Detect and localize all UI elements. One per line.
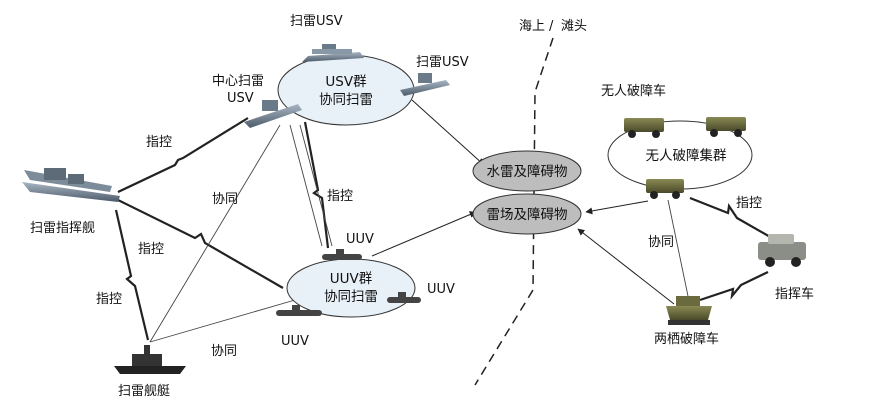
usv-center-icon: [244, 100, 302, 128]
usv-right-label: 扫雷USV: [416, 55, 469, 70]
command-ship-label: 扫雷指挥舰: [30, 221, 95, 236]
breach-vehicle-1-icon: [624, 118, 664, 138]
usv-right-icon: [400, 73, 450, 96]
coop-link-usv-uuv-a: [289, 124, 323, 247]
command-ship-icon: [22, 168, 120, 202]
usv-group-label-1: USV群: [325, 74, 367, 90]
amphibious-vehicle-icon: [666, 296, 712, 325]
control-link-amphibious: [699, 271, 769, 302]
usv-center-label-2: USV: [227, 91, 254, 106]
link-label-coop-usv-minesweeper: 协同: [212, 192, 238, 207]
mines-obstacles-label: 水雷及障碍物: [487, 164, 568, 180]
breach-vehicle-3-icon: [646, 179, 684, 199]
link-label-coop-vehicles: 协同: [648, 235, 674, 250]
uuv-group-ellipse: [286, 258, 416, 318]
breach-cluster-label: 无人破障集群: [646, 148, 727, 164]
sea-label: 海上: [519, 19, 545, 34]
usv-top-label: 扫雷USV: [290, 14, 343, 29]
breach-group-title: 无人破障车: [601, 83, 666, 99]
uuv-group-label-1: UUV群: [330, 271, 373, 287]
uuv-right-icon: [387, 292, 421, 303]
coop-link-vehicles: [667, 199, 689, 297]
amphibious-vehicle-label: 两栖破障车: [654, 331, 719, 347]
coop-link-minesweeper-uuv: [149, 299, 296, 343]
link-label-control-ship-usv: 指控: [146, 135, 172, 150]
command-vehicle-label: 指挥车: [775, 286, 814, 302]
coop-links: [149, 124, 689, 343]
control-link-vehicle: [689, 196, 773, 239]
usv-group-ellipse: [277, 54, 415, 126]
uuv-right-label: UUV: [427, 282, 455, 297]
control-link-ship-uuv: [117, 199, 284, 289]
mines-obstacles-node: [472, 150, 582, 192]
uuv-group-label-2: 协同扫雷: [324, 289, 378, 305]
usv-top-icon: [302, 44, 364, 62]
uuv-top-icon: [322, 249, 362, 260]
uuv-bottom-icon: [276, 305, 322, 316]
minefield-obstacles-node: [472, 193, 582, 235]
link-label-coop-minesweeper-uuv: 协同: [211, 344, 237, 359]
minesweeper-label: 扫雷舰艇: [118, 384, 170, 399]
divider-slash: /: [549, 19, 554, 34]
control-link-ship-usv: [117, 117, 249, 193]
control-link-ship-minesweeper: [114, 209, 150, 341]
link-label-control-ship-minesweeper: 指控: [96, 292, 122, 307]
uuv-top-label: UUV: [346, 232, 374, 247]
link-label-control-usv-uuv: 指控: [327, 189, 353, 204]
link-label-control-vehicle: 指控: [736, 196, 762, 211]
usv-center-label-1: 中心扫雷: [212, 74, 264, 89]
minesweeper-icon: [114, 345, 186, 374]
control-link-usv-uuv: [303, 121, 330, 249]
breach-vehicle-2-icon: [706, 117, 746, 137]
link-label-control-ship-uuv: 指控: [138, 242, 164, 257]
usv-group-label-2: 协同扫雷: [319, 92, 373, 108]
target-arrows: [371, 99, 675, 305]
command-vehicle-icon: [758, 234, 806, 267]
coop-link-usv-uuv-b: [299, 124, 333, 247]
uuv-bottom-label: UUV: [281, 334, 309, 349]
beach-label: 滩头: [561, 19, 587, 34]
minefield-obstacles-label: 雷场及障碍物: [487, 207, 568, 223]
coop-link-usv-minesweeper: [149, 124, 281, 343]
